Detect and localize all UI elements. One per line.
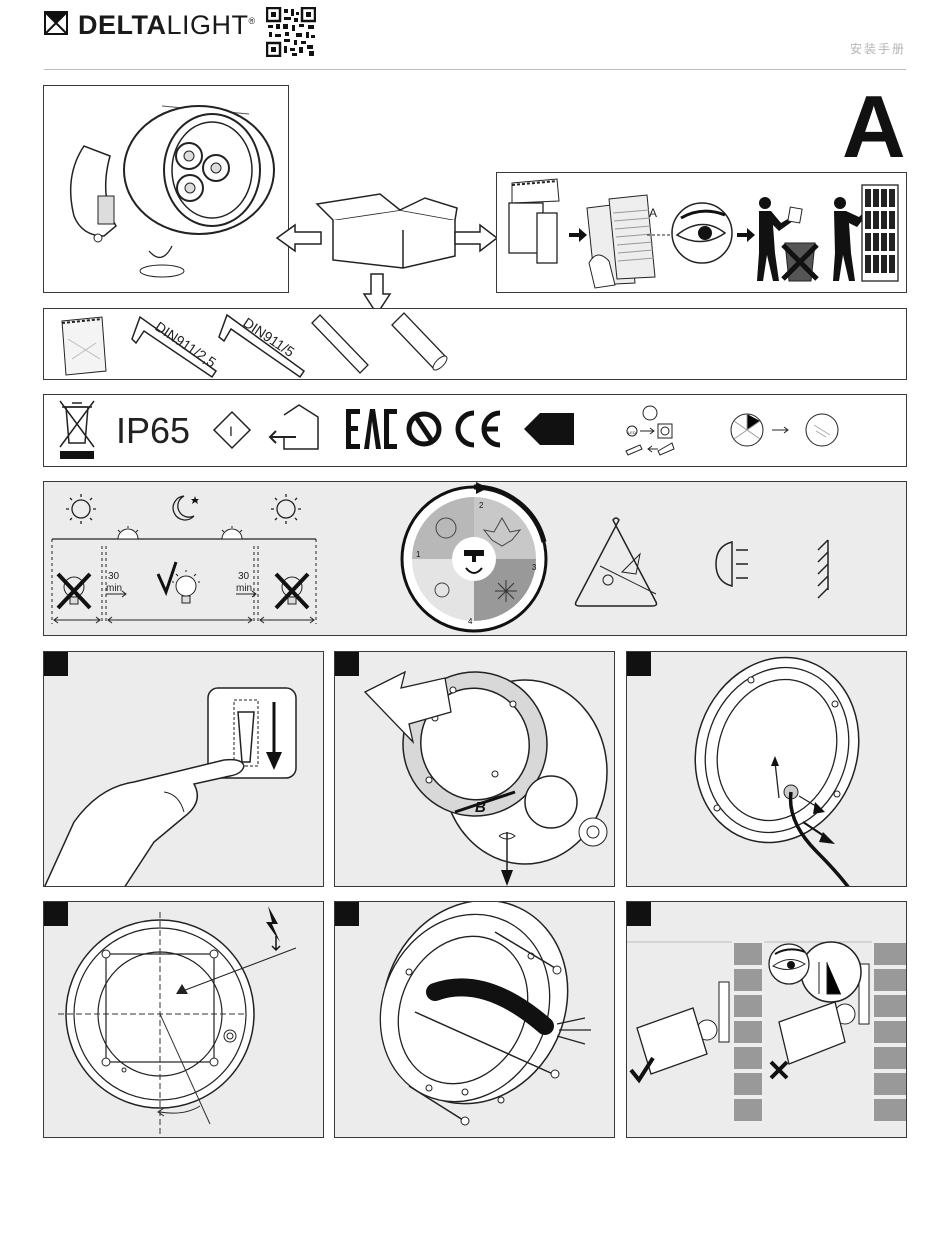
product-overview-panel [43,85,289,293]
operation-illustration: 30 min 30 min [44,482,907,636]
registered-mark: ® [249,16,256,26]
arrow-tag-icon [524,413,574,445]
moon-icon [173,496,199,520]
season-2-label: 2 [479,501,484,510]
svg-text:A: A [649,206,657,220]
switch-off-illustration [44,652,324,887]
svg-text:LED: LED [628,430,636,435]
lightning-icon [266,906,280,950]
eye-icon [769,944,809,984]
class-one-diamond-icon: I [214,412,250,448]
orientation-illustration [627,902,907,1138]
delay-right-unit: min [236,583,252,594]
bulb-icon [172,570,200,603]
step-5-panel [334,901,615,1138]
season-1-label: 1 [416,550,421,559]
markings-panel: IP65 I LED [43,394,907,467]
brand-logo: DELTALIGHT® [44,7,316,39]
season-wheel: 2 3 1 4 [402,482,546,631]
weee-bin-icon [60,401,94,459]
step-4-panel [43,901,324,1138]
step-2-panel: B [334,651,615,887]
markings-illustration: IP65 I LED [44,395,907,467]
document-title: 安装手册 [850,40,906,57]
class-symbol: I [229,423,233,439]
step-3-panel [626,651,907,887]
hex-key-small-label: DIN911/2,5 [152,318,219,370]
step-2-label: B [475,799,486,816]
led-replace-icon: LED [626,406,674,455]
delay-left-unit: min [106,583,122,594]
delay-right-value: 30 [238,571,250,582]
step-6-panel [626,901,907,1138]
open-housing-illustration: B [335,652,615,887]
mounting-position-illustration [44,902,324,1138]
sun-icon [66,494,96,524]
spotlight-illustration [44,86,289,293]
bulb-icon [276,574,308,608]
eac-mark-icon [346,409,397,449]
hatch-surface-icon [818,540,828,598]
delay-left-value: 30 [108,571,120,582]
step-1-panel [43,651,324,887]
warning-triangle-icon [576,518,657,606]
qr-code-icon [266,7,316,57]
cable-disconnect-illustration [627,652,907,887]
brand-name-bold: DELTA [78,10,166,40]
bulb-icon [58,574,90,608]
brand-name: DELTALIGHT® [78,5,256,41]
sun-icon [271,494,301,524]
ip-rating: IP65 [116,410,190,451]
eye-icon [672,203,732,263]
accessories-panel: DIN911/2,5 DIN911/5 [43,308,907,380]
header-divider [44,69,906,70]
section-letter: A [842,82,906,172]
operation-panel: 30 min 30 min [43,481,907,636]
wall-fixing-illustration [335,902,615,1138]
cross-icon [771,1062,787,1078]
rcm-mark-icon [409,414,439,444]
manual-read-panel: A [496,172,907,293]
ce-mark-icon [458,413,500,445]
indoor-house-icon [270,405,318,449]
light-icon [716,542,748,586]
delta-logo-icon [44,11,68,35]
season-3-label: 3 [532,563,537,572]
brand-name-light: LIGHT [166,10,248,40]
lens-icon [731,414,838,446]
accessories-illustration: DIN911/2,5 DIN911/5 [44,309,907,380]
season-4-label: 4 [468,617,473,626]
read-manual-illustration: A [497,173,907,293]
